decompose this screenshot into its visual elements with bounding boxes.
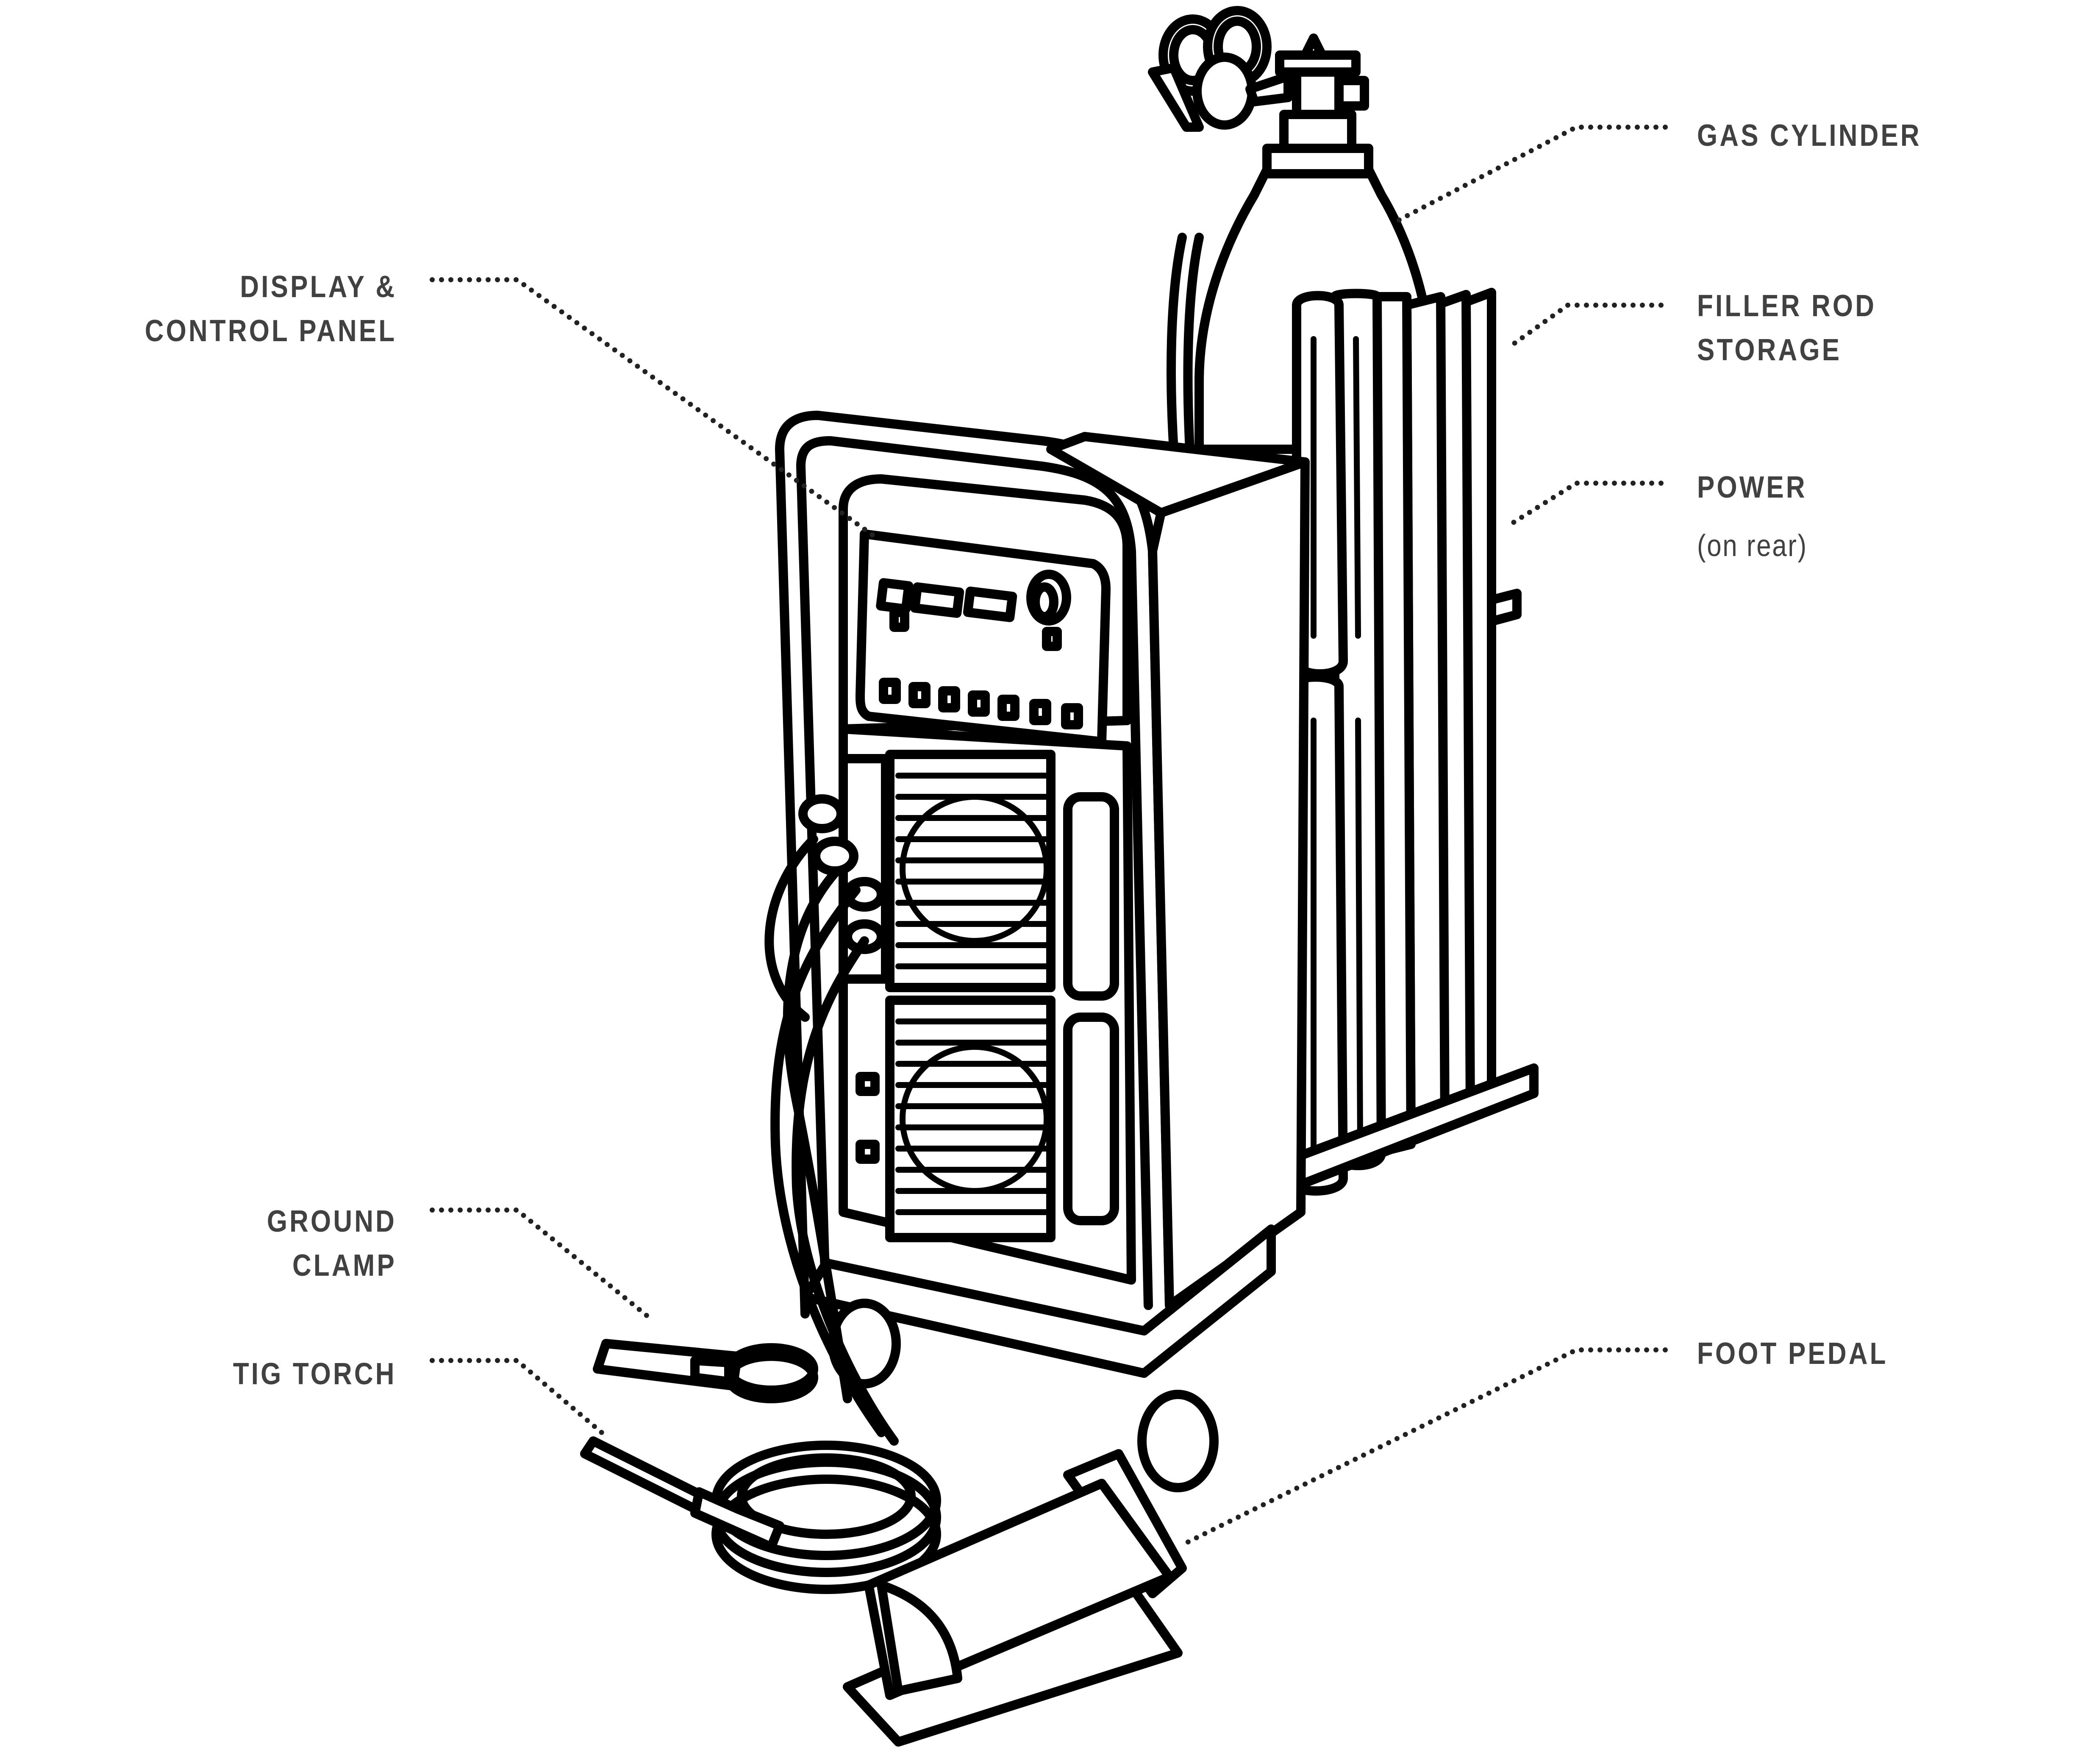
label-filler-rod-line1: FILLER ROD [1697, 289, 1877, 323]
display-window-3 [963, 586, 1017, 622]
label-ground-clamp: GROUND CLAMP [267, 1199, 397, 1288]
leader-display [430, 277, 880, 541]
label-ground-clamp-line2: CLAMP [292, 1249, 397, 1283]
label-tig-torch-text: TIG TORCH [233, 1357, 397, 1391]
label-power-note: (on rear) [1697, 529, 1808, 563]
leader-filler-rod [1506, 303, 1664, 350]
cables [764, 835, 899, 1446]
label-foot-pedal: FOOT PEDAL [1697, 1332, 1888, 1376]
label-foot-pedal-text: FOOT PEDAL [1697, 1337, 1888, 1371]
tig-torch [580, 1436, 941, 1594]
label-tig-torch: TIG TORCH [233, 1352, 397, 1396]
display-window-2 [910, 582, 964, 618]
label-display-line2: CONTROL PANEL [144, 314, 397, 348]
control-panel [856, 529, 1111, 746]
label-filler-rod-line2: STORAGE [1697, 333, 1842, 367]
label-display-control-panel: DISPLAY & CONTROL PANEL [144, 265, 397, 353]
filler-rod-storage [1283, 288, 1496, 1196]
ground-clamp [593, 1339, 818, 1403]
foot-pedal [843, 1449, 1187, 1747]
leader-gas-cylinder [1396, 125, 1668, 223]
label-filler-rod-storage: FILLER ROD STORAGE [1697, 284, 1876, 372]
label-display-line1: DISPLAY & [240, 270, 397, 304]
label-power: POWER (on rear) [1697, 465, 1808, 568]
machine-lower-front [839, 724, 1136, 1285]
leader-foot-pedal [1184, 1347, 1668, 1545]
leader-power [1506, 481, 1664, 528]
regulator-gauges [1148, 6, 1293, 132]
label-ground-clamp-line1: GROUND [267, 1205, 397, 1238]
machine-side [1148, 457, 1310, 1310]
front-buttons [879, 678, 1083, 729]
leader-ground-clamp [430, 1207, 655, 1323]
label-power-text: POWER [1697, 470, 1807, 504]
display-window-1 [876, 578, 914, 614]
label-gas-cylinder: GAS CYLINDER [1697, 114, 1922, 158]
label-gas-cylinder-text: GAS CYLINDER [1697, 119, 1922, 153]
gas-hose [1167, 233, 1187, 454]
leader-tig-torch [430, 1358, 604, 1435]
